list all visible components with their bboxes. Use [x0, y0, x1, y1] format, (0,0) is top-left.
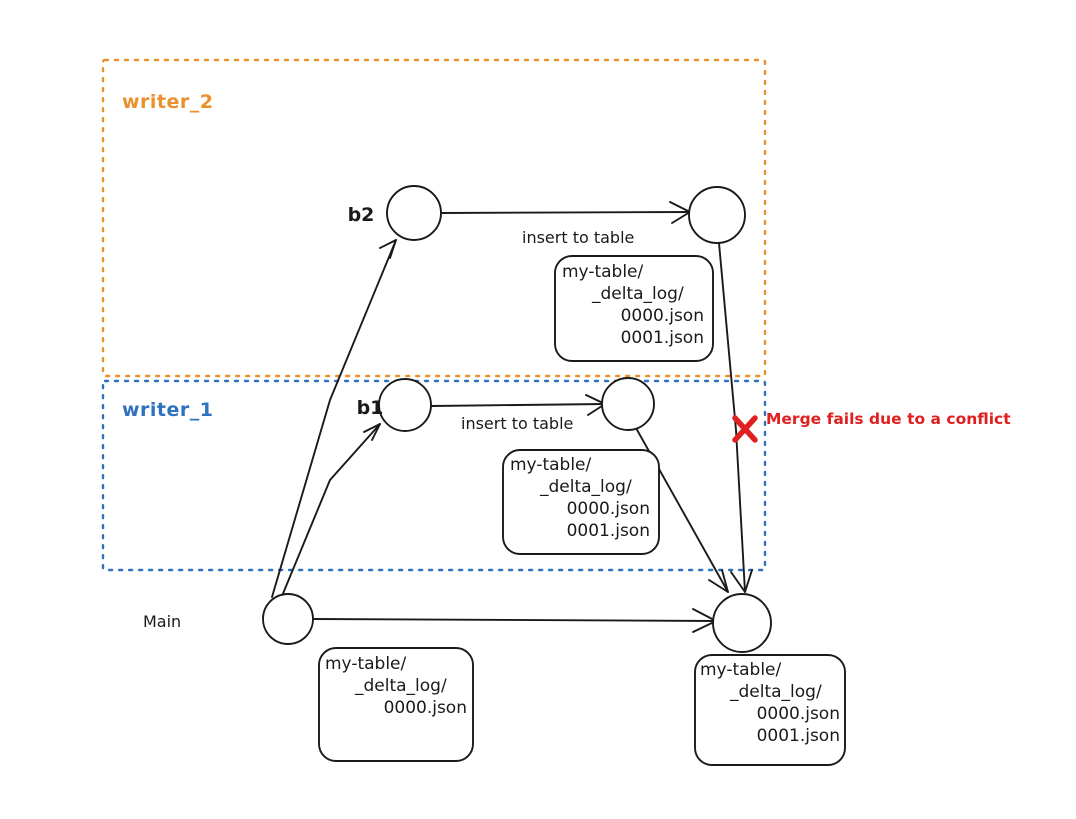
- edge-label-writer1-insert: insert to table: [461, 414, 573, 433]
- edge-writer2-merge-arrowhead: [730, 569, 753, 593]
- branch-label-main: Main: [143, 612, 181, 631]
- conflict-message: Merge fails due to a conflict: [766, 410, 1011, 428]
- file-line: _delta_log/: [539, 477, 632, 497]
- file-line: my-table/: [562, 262, 644, 282]
- node-label-b2: b2: [348, 204, 375, 226]
- edge-label-writer2-insert: insert to table: [522, 228, 634, 247]
- node-main[interactable]: [262, 593, 314, 645]
- lane-label-writer-2: writer_2: [122, 91, 214, 113]
- file-line: _delta_log/: [354, 676, 447, 696]
- file-box-writer1-frame: [502, 449, 660, 555]
- file-box-merged: my-table/ _delta_log/ 0000.json 0001.jso…: [694, 654, 846, 766]
- edge-writer1-merge-arrowhead: [708, 569, 729, 593]
- file-line: _delta_log/: [591, 284, 684, 304]
- node-label-b1: b1: [357, 397, 384, 419]
- node-b1[interactable]: [378, 378, 432, 432]
- edge-main-to-b1-arrowhead: [363, 423, 381, 441]
- file-line: _delta_log/: [729, 682, 822, 702]
- file-line: my-table/: [700, 660, 782, 680]
- edge-writer2-merge: [718, 242, 746, 593]
- edge-main-to-b2-arrowhead: [379, 239, 397, 259]
- edge-main-to-b1: [281, 423, 381, 597]
- lane-box-writer-2: [101, 58, 767, 378]
- edge-main-to-b2: [271, 239, 397, 598]
- file-box-main: my-table/ _delta_log/ 0000.json: [318, 647, 474, 762]
- file-line: 0000.json: [757, 704, 840, 724]
- file-line: 0001.json: [621, 328, 704, 348]
- file-box-merged-frame: [694, 654, 846, 766]
- file-line: 0000.json: [567, 499, 650, 519]
- node-writer1-commit[interactable]: [601, 377, 655, 431]
- edge-b2-commit-arrowhead: [669, 201, 691, 224]
- x-mark-icon: [732, 415, 758, 443]
- file-line: 0000.json: [621, 306, 704, 326]
- node-merge-target[interactable]: [712, 593, 772, 653]
- file-box-writer1: my-table/ _delta_log/ 0000.json 0001.jso…: [502, 449, 660, 555]
- lane-box-writer-1: [101, 379, 767, 572]
- edge-b1-commit: [431, 403, 606, 407]
- file-box-writer2-frame: [554, 255, 714, 362]
- file-box-writer2: my-table/ _delta_log/ 0000.json 0001.jso…: [554, 255, 714, 362]
- lane-label-writer-1: writer_1: [122, 399, 214, 421]
- file-line: my-table/: [510, 455, 592, 475]
- edge-main-to-merge: [312, 618, 717, 622]
- file-line: 0000.json: [384, 698, 467, 718]
- file-box-main-frame: [318, 647, 474, 762]
- file-line: 0001.json: [757, 726, 840, 746]
- file-line: my-table/: [325, 654, 407, 674]
- node-writer2-commit[interactable]: [688, 186, 746, 244]
- edge-b2-commit: [440, 211, 691, 214]
- file-line: 0001.json: [567, 521, 650, 541]
- node-b2[interactable]: [386, 185, 442, 241]
